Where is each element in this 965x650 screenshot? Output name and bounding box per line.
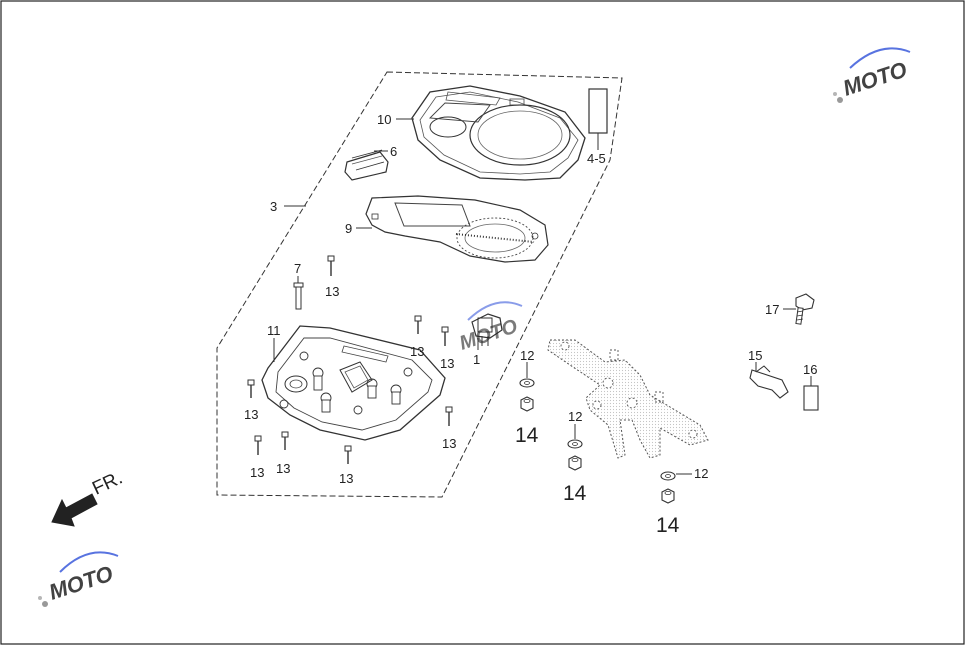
- screw-13-h: [445, 406, 453, 426]
- label-12-c: 12: [694, 466, 708, 481]
- front-label: FR.: [89, 468, 126, 500]
- screw-13-g: [441, 326, 449, 346]
- dial-plate-part: [365, 195, 549, 263]
- pin-part-7: [293, 282, 304, 310]
- label-7: 7: [294, 261, 301, 276]
- grommet-part: [344, 149, 389, 181]
- screw-13-f: [414, 315, 422, 334]
- nut-14-c: [661, 488, 675, 504]
- label-13-e: 13: [339, 471, 353, 486]
- bulb-socket-part: [471, 313, 503, 346]
- assembly-boundary: [216, 71, 623, 498]
- label-4-5: 4-5: [587, 151, 606, 166]
- label-3: 3: [270, 199, 277, 214]
- watermark-logo-bottom: MOTO: [38, 551, 119, 607]
- label-14-b: 14: [563, 482, 587, 505]
- nut-14-a: [520, 396, 534, 412]
- part-16: [803, 385, 819, 411]
- label-13-h: 13: [442, 436, 456, 451]
- bolt-part-17: [795, 293, 815, 325]
- front-direction-arrow: [51, 493, 98, 527]
- label-15: 15: [748, 348, 762, 363]
- screw-13-e: [344, 445, 352, 464]
- meter-bracket-part: [547, 339, 709, 459]
- label-9: 9: [345, 221, 352, 236]
- label-6: 6: [390, 144, 397, 159]
- watermark-text-bottom: MOTO: [46, 561, 116, 605]
- label-13-b: 13: [244, 407, 258, 422]
- part-4-5: [588, 88, 608, 134]
- label-17: 17: [765, 302, 779, 317]
- screw-13-b: [247, 379, 255, 398]
- label-16: 16: [803, 362, 817, 377]
- label-12-b: 12: [568, 409, 582, 424]
- watermark-logo-center: MOTO: [457, 301, 523, 355]
- label-13-g: 13: [440, 356, 454, 371]
- label-13-f: 13: [410, 344, 424, 359]
- lower-case-part: [261, 325, 446, 441]
- screw-13-c: [254, 435, 262, 455]
- label-13-c: 13: [250, 465, 264, 480]
- clip-part-15: [749, 365, 789, 399]
- screw-13-a: [327, 255, 335, 276]
- nut-14-b: [568, 455, 582, 471]
- label-13-a: 13: [325, 284, 339, 299]
- label-14-c: 14: [656, 514, 680, 537]
- washer-12-c: [660, 471, 676, 481]
- watermark-text-top: MOTO: [840, 57, 910, 101]
- label-12-a: 12: [520, 348, 534, 363]
- label-1: 1: [473, 352, 480, 367]
- label-11: 11: [267, 323, 281, 338]
- label-10: 10: [377, 112, 391, 127]
- screw-13-d: [281, 431, 289, 450]
- label-13-d: 13: [276, 461, 290, 476]
- label-14-a: 14: [515, 424, 539, 447]
- washer-12-b: [567, 439, 583, 449]
- washer-12-a: [519, 378, 535, 388]
- watermark-logo-top: MOTO: [833, 47, 911, 103]
- meter-cover-part: [411, 85, 586, 181]
